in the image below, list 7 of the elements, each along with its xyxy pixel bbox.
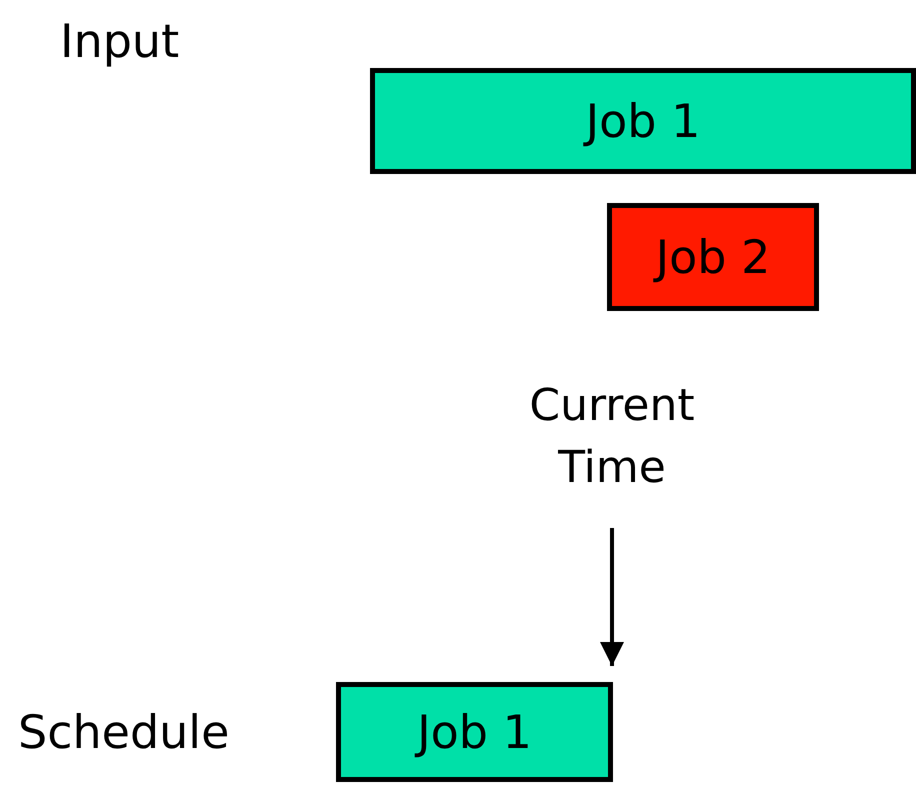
arrow: [600, 528, 624, 666]
time-label: Current Time: [462, 362, 762, 512]
job-box: Job 1: [336, 682, 613, 782]
job-box: Job 2: [607, 203, 819, 311]
row-label: Input: [60, 14, 180, 68]
job-box: Job 1: [370, 68, 916, 174]
row-label: Schedule: [18, 705, 230, 759]
